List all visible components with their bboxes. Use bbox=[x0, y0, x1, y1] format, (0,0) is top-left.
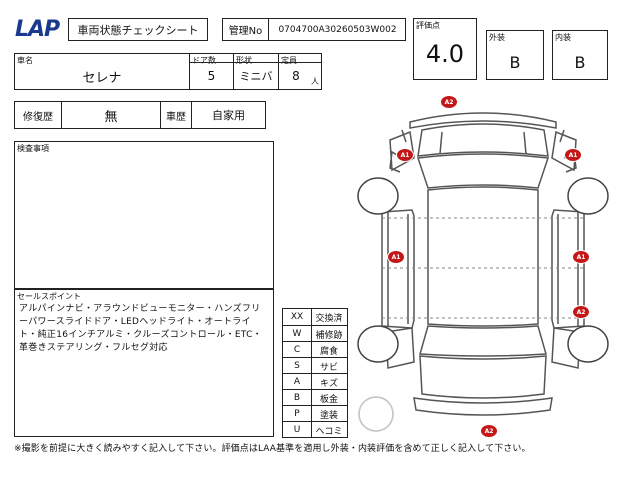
damage-marker-right-front-fender: A1 bbox=[564, 148, 582, 162]
exterior-grade-box: 外装 B bbox=[486, 30, 544, 80]
legend-meaning: 腐食 bbox=[319, 346, 338, 357]
usage-history: 自家用 bbox=[212, 109, 245, 122]
lap-logo: LAP bbox=[15, 17, 60, 42]
legend-row: XX 交換済 bbox=[283, 309, 347, 325]
legend-meaning: サビ bbox=[319, 362, 338, 373]
selling-points-label: セールスポイント bbox=[17, 292, 81, 301]
damage-marker-right-rear-quarter: A2 bbox=[572, 305, 590, 319]
legend-meaning: 補修跡 bbox=[315, 330, 343, 341]
exterior-grade: B bbox=[509, 52, 521, 72]
repair-history: 無 bbox=[104, 109, 118, 125]
capacity-label: 定員 bbox=[281, 56, 297, 65]
exterior-label: 外装 bbox=[489, 33, 505, 42]
vehicle-info-box: 車名 セレナ ドア数 5 形状 ミニバ 定員 8 人 bbox=[14, 53, 322, 90]
score-label: 評価点 bbox=[416, 21, 440, 30]
seat-capacity: 8 bbox=[292, 69, 300, 83]
body-shape: ミニバ bbox=[239, 70, 273, 83]
legend-code: C bbox=[293, 345, 301, 355]
interior-grade-box: 内装 B bbox=[552, 30, 608, 80]
car-name-label: 車名 bbox=[17, 56, 33, 65]
damage-legend: XX 交換済 W 補修跡 C 腐食 S サビ A キズ B 板金 P 塗装 U ヘコミ bbox=[282, 308, 348, 438]
legend-row: C 腐食 bbox=[283, 341, 347, 357]
door-count: 5 bbox=[207, 69, 216, 83]
car-damage-diagram bbox=[357, 112, 609, 432]
legend-row: A キズ bbox=[283, 373, 347, 389]
mgmt-box: 管理No 0704700A30260503W002 bbox=[222, 18, 406, 41]
legend-code: XX bbox=[290, 312, 304, 322]
repair-label: 修復歴 bbox=[23, 111, 53, 123]
legend-meaning: ヘコミ bbox=[315, 426, 343, 437]
capacity-unit: 人 bbox=[311, 77, 319, 86]
selling-points-box: セールスポイント アルパインナビ・アラウンドビューモニター・ハンズフリーパワース… bbox=[14, 289, 274, 437]
legend-row: P 塗装 bbox=[283, 405, 347, 421]
selling-points-text: アルパインナビ・アラウンドビューモニター・ハンズフリーパワースライドドア・LED… bbox=[19, 304, 262, 353]
score-value: 4.0 bbox=[425, 40, 465, 68]
history-box: 修復歴 無 車歴 自家用 bbox=[14, 101, 266, 129]
inspection-box: 検査事項 bbox=[14, 141, 274, 289]
doors-label: ドア数 bbox=[192, 56, 216, 65]
legend-code: A bbox=[293, 377, 301, 387]
shape-label: 形状 bbox=[236, 56, 252, 65]
footer-note: ※撮影を前提に大きく読みやすく記入して下さい。評価点はLAA基準を適用し外装・内… bbox=[14, 444, 531, 454]
interior-label: 内装 bbox=[555, 33, 571, 42]
inspection-label: 検査事項 bbox=[17, 144, 49, 153]
legend-code: B bbox=[293, 393, 301, 403]
mgmt-label: 管理No bbox=[228, 26, 263, 37]
score-box: 評価点 4.0 bbox=[413, 18, 477, 80]
damage-marker-right-side-door: A1 bbox=[572, 250, 590, 264]
legend-meaning: 板金 bbox=[319, 394, 338, 405]
legend-row: B 板金 bbox=[283, 389, 347, 405]
legend-code: S bbox=[294, 361, 300, 371]
legend-row: W 補修跡 bbox=[283, 325, 347, 341]
legend-code: U bbox=[293, 425, 301, 435]
sheet-title: 車両状態チェックシート bbox=[77, 23, 199, 37]
car-name: セレナ bbox=[82, 70, 122, 86]
legend-meaning: 交換済 bbox=[315, 313, 343, 324]
legend-row: S サビ bbox=[283, 357, 347, 373]
legend-meaning: 塗装 bbox=[319, 410, 338, 421]
legend-code: W bbox=[292, 329, 302, 339]
damage-marker-front-bumper: A2 bbox=[440, 95, 458, 109]
legend-code: P bbox=[294, 409, 300, 419]
mgmt-number: 0704700A30260503W002 bbox=[278, 24, 397, 35]
legend-row: U ヘコミ bbox=[283, 421, 347, 437]
interior-grade: B bbox=[574, 52, 586, 72]
usage-label: 車歴 bbox=[166, 111, 186, 123]
legend-meaning: キズ bbox=[319, 378, 338, 389]
damage-marker-left-side-door: A1 bbox=[387, 250, 405, 264]
damage-marker-rear-bumper: A2 bbox=[480, 424, 498, 438]
damage-marker-left-front-fender: A1 bbox=[396, 148, 414, 162]
sheet-title-box: 車両状態チェックシート bbox=[68, 18, 208, 41]
